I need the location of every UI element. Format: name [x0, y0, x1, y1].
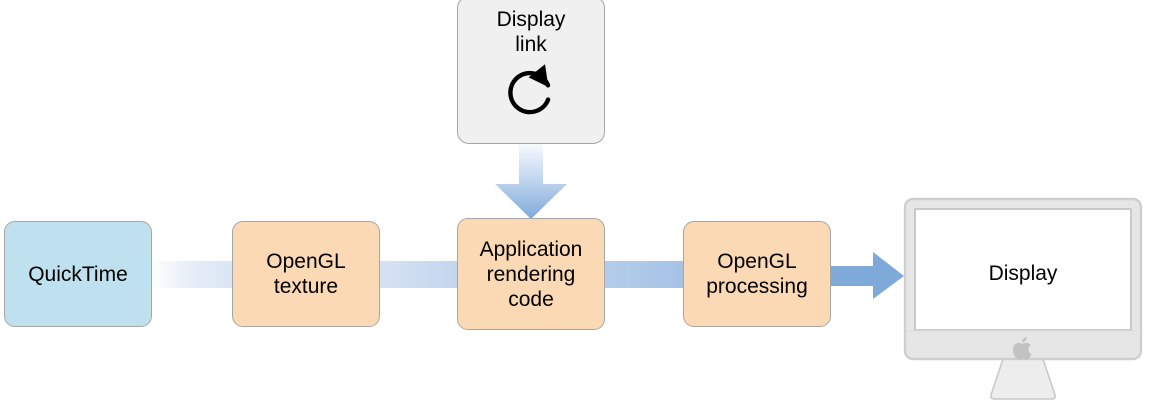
node-application-rendering-code-label: Application rendering code: [479, 237, 583, 311]
connector-glprocessing-to-display-arrow: [829, 252, 904, 299]
circular-refresh-arrow-icon: [508, 64, 551, 115]
node-display-monitor[interactable]: [903, 197, 1143, 402]
node-quicktime[interactable]: QuickTime: [4, 221, 152, 327]
monitor-stand: [990, 358, 1056, 400]
node-opengl-processing-label: OpenGL processing: [706, 250, 808, 298]
node-opengl-processing[interactable]: OpenGL processing: [683, 221, 831, 327]
node-application-rendering-code[interactable]: Application rendering code: [457, 218, 605, 330]
node-display-link-label: Display link: [496, 8, 566, 56]
node-quicktime-label: QuickTime: [28, 262, 128, 286]
connector-apprender-to-glprocessing: [603, 261, 685, 288]
monitor-screen: [914, 208, 1132, 331]
connector-quicktime-to-texture: [150, 261, 234, 288]
node-display-link[interactable]: Display link: [457, 0, 605, 144]
node-opengl-texture-label: OpenGL texture: [266, 250, 346, 298]
node-display-label: Display: [988, 262, 1058, 285]
connector-displaylink-to-apprender-arrow: [495, 144, 567, 219]
node-opengl-texture[interactable]: OpenGL texture: [232, 221, 380, 327]
apple-logo-icon: [1013, 337, 1032, 360]
connector-texture-to-apprender: [378, 261, 459, 288]
